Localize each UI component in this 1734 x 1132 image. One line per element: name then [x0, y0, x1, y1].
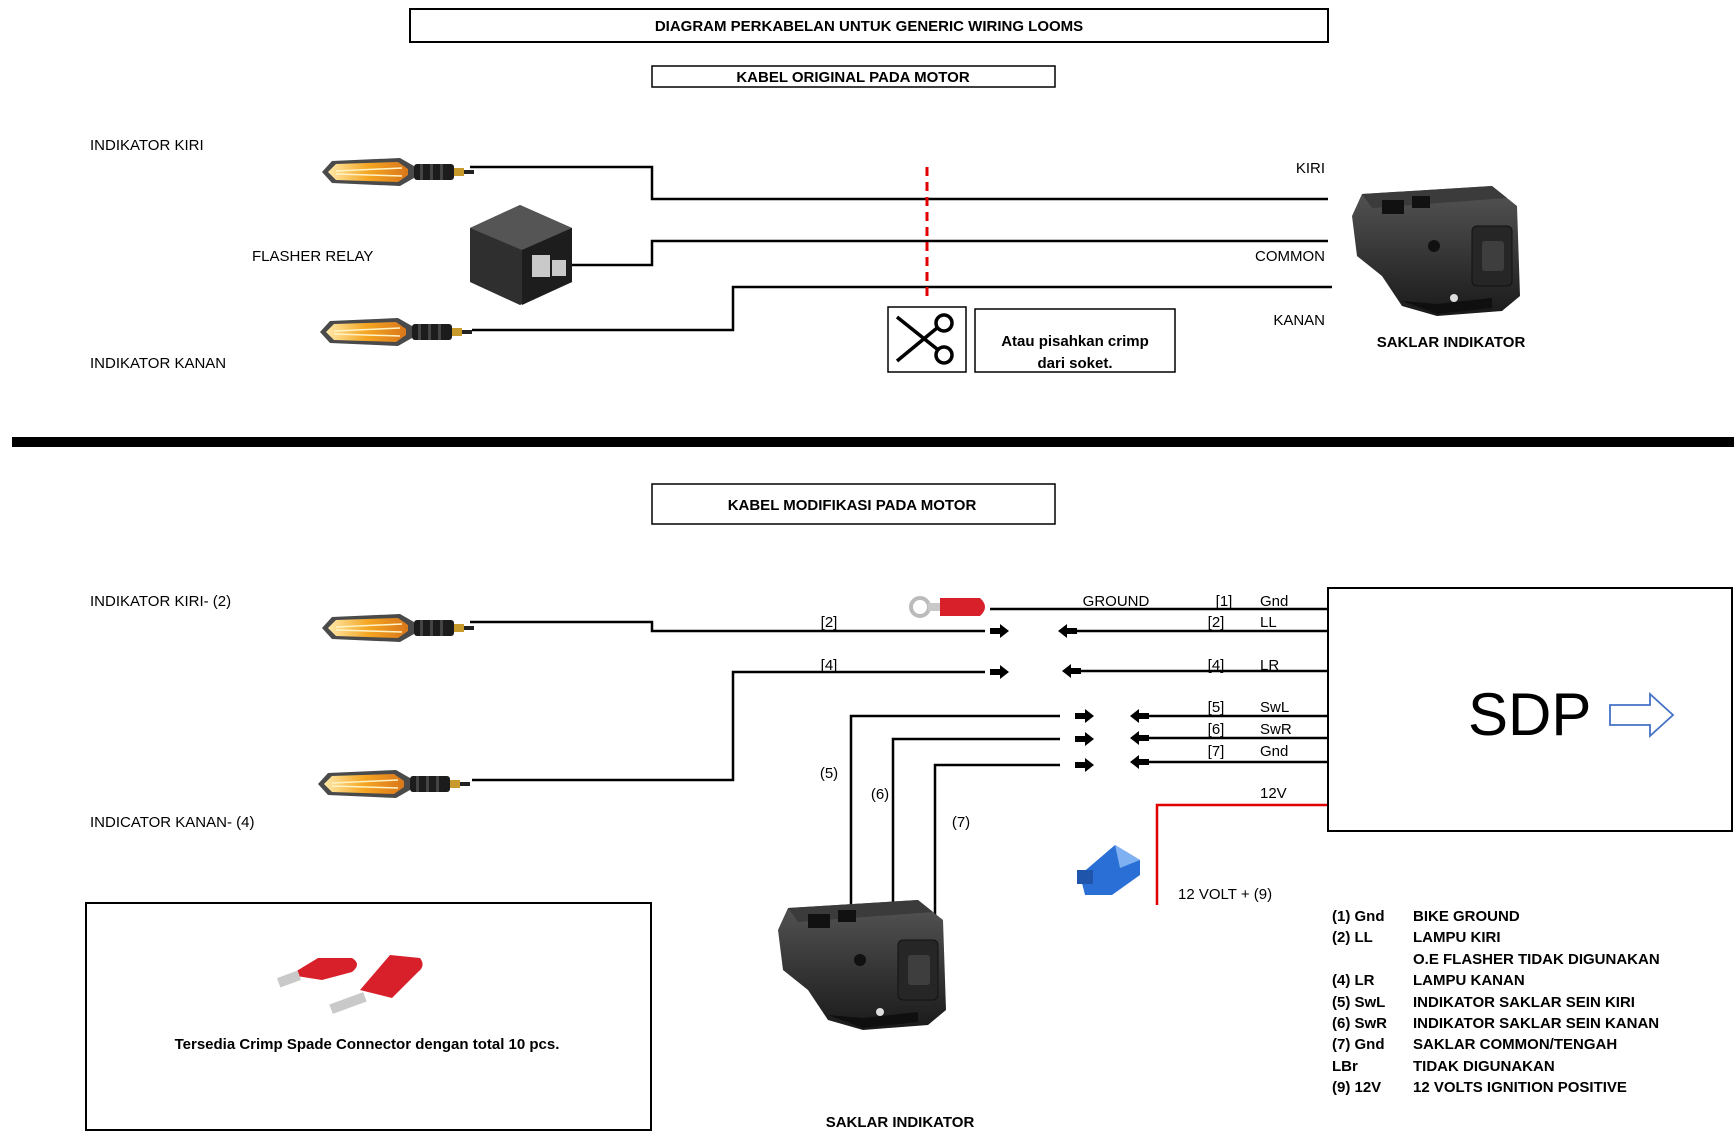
- wire-common: [572, 239, 1328, 267]
- pin-num: [5]: [1208, 699, 1225, 716]
- title-box: [409, 8, 1329, 43]
- switch-wire-7-label: (7): [952, 814, 970, 831]
- flasher-relay-label: FLASHER RELAY: [252, 248, 373, 265]
- original-wires: [470, 165, 1332, 332]
- pin-name: 12V: [1260, 785, 1287, 802]
- legend-code: LBr: [1332, 1058, 1358, 1075]
- volt-label: 12 VOLT + (9): [1178, 886, 1272, 903]
- pin-name: Gnd: [1260, 743, 1288, 760]
- legend-code: (4) LR: [1332, 972, 1375, 989]
- arrow-ll-out: [1058, 624, 1077, 638]
- diagram-title: DIAGRAM PERKABELAN UNTUK GENERIC WIRING …: [655, 18, 1083, 35]
- mod-left-indicator-icon: [321, 613, 475, 643]
- cut-note-line1: Atau pisahkan crimp: [1001, 333, 1149, 350]
- legend-code: (1) Gnd: [1332, 908, 1385, 925]
- legend-desc: LAMPU KANAN: [1413, 972, 1525, 989]
- flasher-relay-icon: [470, 205, 572, 305]
- right-arrow-icon: [1609, 691, 1675, 739]
- crimp-note-box: [85, 902, 652, 1131]
- pin-num: [7]: [1208, 743, 1225, 760]
- modified-wires: [470, 607, 1328, 921]
- arrow-lr-in: [990, 665, 1009, 679]
- crimp-note-text: Tersedia Crimp Spade Connector dengan to…: [175, 1036, 560, 1053]
- pin-name: SwR: [1260, 721, 1292, 738]
- modified-right-indicator-label: INDICATOR KANAN- (4): [90, 814, 254, 831]
- mod-right-indicator-icon: [317, 769, 471, 799]
- original-switch-icon: [1351, 185, 1521, 317]
- switch-wire-5: [849, 714, 1060, 921]
- splice-connector-icon: [1077, 845, 1140, 895]
- modified-heading: KABEL MODIFIKASI PADA MOTOR: [728, 497, 977, 514]
- original-switch-label: SAKLAR INDIKATOR: [1377, 334, 1526, 351]
- switch-wire-6-label: (6): [871, 786, 889, 803]
- arrow-swl-in: [1075, 709, 1094, 723]
- legend-desc: SAKLAR COMMON/TENGAH: [1413, 1036, 1617, 1053]
- scissors-box: [887, 306, 967, 373]
- legend-code: (9) 12V: [1332, 1079, 1381, 1096]
- power-wire: [1155, 803, 1328, 905]
- legend-desc: BIKE GROUND: [1413, 908, 1520, 925]
- pin-name: SwL: [1260, 699, 1289, 716]
- modified-left-indicator-label: INDIKATOR KIRI- (2): [90, 593, 231, 610]
- legend-code: (7) Gnd: [1332, 1036, 1385, 1053]
- wire-kanan-label: KANAN: [1273, 312, 1325, 329]
- left-indicator-icon: [321, 157, 475, 187]
- scissors-icon: [895, 313, 954, 365]
- legend-desc: TIDAK DIGUNAKAN: [1413, 1058, 1555, 1075]
- modified-switch-label: SAKLAR INDIKATOR: [826, 1114, 975, 1131]
- pin-name: Gnd: [1260, 593, 1288, 610]
- section-divider: [12, 437, 1734, 447]
- wire-common-label: COMMON: [1255, 248, 1325, 265]
- pin-num: [4]: [1208, 657, 1225, 674]
- original-right-indicator-label: INDIKATOR KANAN: [90, 355, 226, 372]
- original-left-indicator-label: INDIKATOR KIRI: [90, 137, 204, 154]
- arrow-ll-in: [990, 624, 1009, 638]
- legend: (1) Gnd BIKE GROUND (2) LL LAMPU KIRI O.…: [1332, 908, 1660, 1096]
- sdp-label: SDP: [1468, 681, 1591, 748]
- wire-kanan: [472, 285, 1332, 332]
- arrow-gnd-out: [1130, 755, 1149, 769]
- sdp-box: [1327, 587, 1733, 832]
- pin-num: [1]: [1216, 593, 1233, 610]
- arrow-swr-in: [1075, 732, 1094, 746]
- original-heading-box: [651, 65, 1056, 88]
- pin-num: [2]: [1208, 614, 1225, 631]
- switch-wire-7: [933, 763, 1060, 921]
- pin-num: [6]: [1208, 721, 1225, 738]
- wire-lr-left: [472, 670, 985, 782]
- right-indicator-icon: [319, 317, 473, 347]
- arrow-gnd-in: [1075, 758, 1094, 772]
- modified-switch-icon: [777, 899, 947, 1031]
- wire-ll-left: [470, 620, 985, 633]
- pin-name: LL: [1260, 614, 1277, 631]
- legend-desc: LAMPU KIRI: [1413, 929, 1501, 946]
- modified-heading-box: [651, 483, 1056, 525]
- arrow-swr-out: [1130, 731, 1149, 745]
- wire-ll-tag: [2]: [821, 614, 838, 631]
- legend-desc: INDIKATOR SAKLAR SEIN KANAN: [1413, 1015, 1659, 1032]
- legend-code: (5) SwL: [1332, 994, 1385, 1011]
- arrow-lr-out: [1062, 664, 1081, 678]
- legend-desc: INDIKATOR SAKLAR SEIN KIRI: [1413, 994, 1635, 1011]
- wire-kiri: [470, 165, 1328, 201]
- ground-label: GROUND: [1083, 593, 1150, 610]
- spade-connector-icon: [276, 955, 423, 1014]
- switch-wire-5-label: (5): [820, 765, 838, 782]
- wire-lr-tag: [4]: [821, 657, 838, 674]
- legend-desc: 12 VOLTS IGNITION POSITIVE: [1413, 1079, 1627, 1096]
- wire-kiri-label: KIRI: [1296, 160, 1325, 177]
- switch-wire-6: [891, 737, 1060, 921]
- cut-note-box: [974, 308, 1176, 373]
- cut-note-line2: dari soket.: [1037, 355, 1112, 372]
- sdp-pin-labels: [1] Gnd [2] LL [4] LR [5] SwL [6] SwR [7…: [1208, 593, 1292, 802]
- legend-code: (2) LL: [1332, 929, 1373, 946]
- arrow-swl-out: [1130, 709, 1149, 723]
- pin-name: LR: [1260, 657, 1279, 674]
- original-heading: KABEL ORIGINAL PADA MOTOR: [736, 69, 970, 86]
- legend-desc: O.E FLASHER TIDAK DIGUNAKAN: [1413, 951, 1660, 968]
- ring-terminal-icon: [909, 596, 985, 618]
- legend-code: (6) SwR: [1332, 1015, 1387, 1032]
